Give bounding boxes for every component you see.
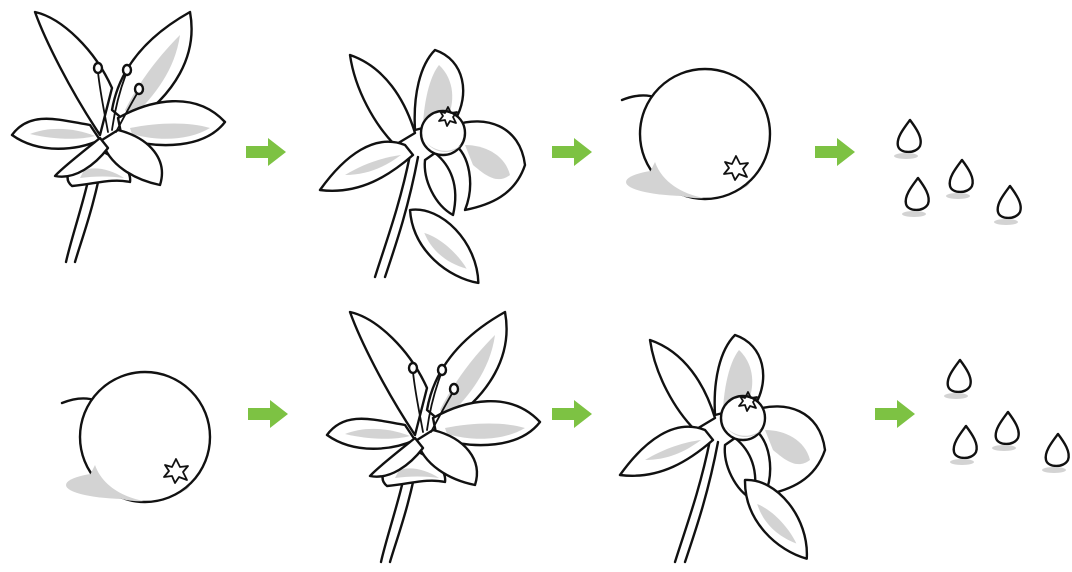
lily-flower-icon bbox=[12, 12, 225, 262]
green-arrow-icon bbox=[815, 138, 855, 166]
fruit-icon bbox=[622, 69, 770, 199]
green-arrow-icon bbox=[248, 400, 288, 428]
row-2 bbox=[62, 312, 1069, 562]
fruit-icon bbox=[62, 372, 210, 502]
wilting-flower-icon bbox=[620, 335, 825, 562]
green-arrow-icon bbox=[552, 138, 592, 166]
row-1 bbox=[12, 12, 1021, 283]
green-arrow-icon bbox=[552, 400, 592, 428]
seeds-icon bbox=[944, 360, 1069, 473]
lily-flower-icon bbox=[327, 312, 540, 562]
green-arrow-icon bbox=[246, 138, 286, 166]
green-arrow-icon bbox=[875, 400, 915, 428]
seeds-icon bbox=[894, 120, 1021, 225]
wilting-flower-icon bbox=[320, 50, 525, 283]
